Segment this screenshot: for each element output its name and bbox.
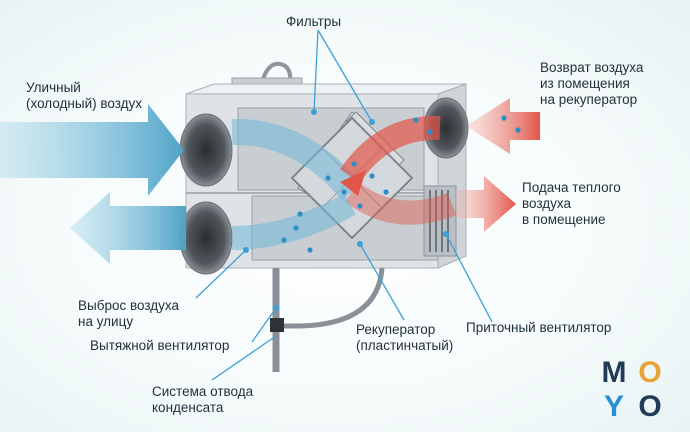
flow-warm-upper [340,115,441,184]
drain-tube [276,267,385,329]
duct-exhaust-out [179,201,233,275]
label-filters: Фильтры [286,14,342,29]
label-outdoor-air: Уличный (холодный) воздух [26,80,143,111]
duct-outdoor-in [179,113,233,187]
label-supply-air: Подача теплого воздуха в помещение [522,180,621,227]
flow-cold-upper [231,118,362,201]
logo-letter: O [638,356,662,389]
condensate-droplets [281,115,521,253]
logo-letter: O [638,390,662,423]
label-exhaust-fan: Вытяжной вентилятор [90,338,230,353]
arrow-return-air-in [466,98,540,154]
handle [260,61,293,85]
arrow-supply-air-out [456,176,516,232]
flow-warm-lower [344,182,457,225]
arrow-exhaust-out [70,192,186,264]
label-condensate: Система отвода конденсата [152,384,254,415]
label-return-air: Возврат воздуха из помещения на рекупера… [540,60,644,107]
drain-valve [270,318,284,332]
leader-lines [195,29,493,381]
supply-fan [423,185,457,257]
arrow-outdoor-air-in [0,104,184,196]
leader-dots [243,109,449,311]
flow-arrowhead [340,170,366,196]
logo-letter: M [601,356,627,389]
moyo-logo: M O Y O [596,356,668,424]
label-recuperator: Рекуператор (пластинчатый) [356,322,454,353]
flow-cold-lower [231,193,356,250]
label-supply-fan: Приточный вентилятор [466,320,612,335]
logo-letter: Y [603,390,624,423]
label-exhaust-out: Выброс воздуха на улицу [78,298,179,329]
unit-top [185,83,467,95]
